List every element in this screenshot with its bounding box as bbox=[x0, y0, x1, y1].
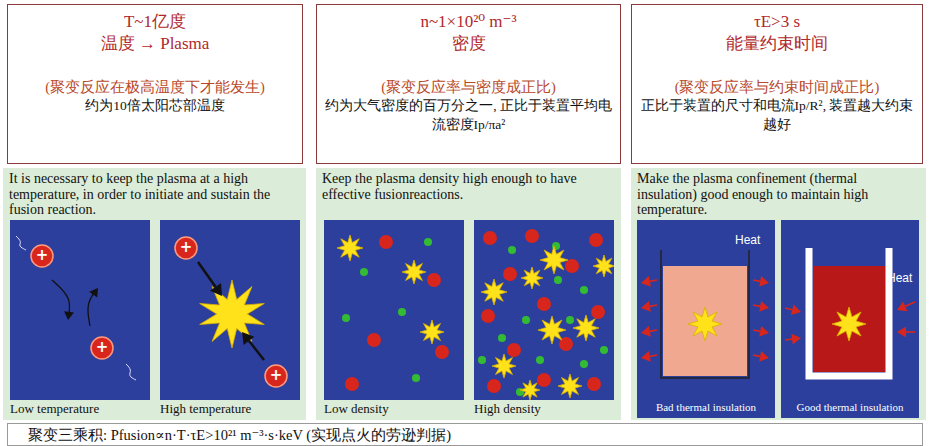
body-text: (聚变反应在极高温度下才能发生) bbox=[16, 77, 294, 97]
explain-panel: Make the plasma confinement (thermal ins… bbox=[631, 168, 926, 420]
charge-sign: + bbox=[270, 368, 283, 383]
body-text: Good thermal insulation bbox=[781, 401, 919, 413]
heading-text: 密度 bbox=[325, 33, 612, 55]
illustration-box: High temperature + + bbox=[160, 220, 300, 418]
charge-sign: + bbox=[180, 240, 193, 255]
heading-text: τE>3 s bbox=[640, 11, 914, 33]
illustration-box: Bad thermal insulation Heat bbox=[637, 220, 775, 418]
body-text: Bad thermal insulation bbox=[637, 401, 775, 413]
body-text: Low density bbox=[324, 402, 464, 416]
body-text: Make the plasma confinement (thermal ins… bbox=[637, 171, 920, 218]
blue-ground bbox=[10, 220, 150, 400]
body-text: (聚变反应率与约束时间成正比) bbox=[640, 77, 914, 97]
body-text: Keep the plasma density high enough to h… bbox=[322, 171, 615, 202]
body-text: High temperature bbox=[160, 402, 300, 416]
illustration-box: Low temperature + + bbox=[10, 220, 150, 418]
property-box: τE>3 s能量约束时间 (聚变反应率与约束时间成正比)正比于装置的尺寸和电流Ip… bbox=[631, 4, 923, 164]
property-box: n~1×10²⁰ m⁻³密度 (聚变反应率与密度成正比)约为大气密度的百万分之一,… bbox=[316, 4, 621, 164]
criterion-box: 聚变三乘积: Pfusion∝n·T·τE>10²¹ m⁻³·s·keV (实现… bbox=[7, 423, 923, 446]
body-text: 正比于装置的尺寸和电流Ip/R², 装置越大约束越好 bbox=[640, 97, 914, 135]
body-text: Low temperature bbox=[10, 402, 150, 416]
heading-text: 能量约束时间 bbox=[640, 33, 914, 55]
body-text: 约为10倍太阳芯部温度 bbox=[16, 97, 294, 116]
explain-panel: Keep the plasma density high enough to h… bbox=[316, 168, 621, 420]
body-text: (聚变反应率与密度成正比) bbox=[325, 77, 612, 97]
illustration-box: High density bbox=[474, 220, 614, 418]
body-text: 约为大气密度的百万分之一, 正比于装置平均电流密度Ip/πa² bbox=[325, 97, 612, 135]
heading-text: n~1×10²⁰ m⁻³ bbox=[325, 11, 612, 33]
heat-label: Heat bbox=[887, 272, 912, 284]
heat-label: Heat bbox=[735, 234, 760, 246]
illustration bbox=[324, 220, 464, 400]
illustration-box: Good thermal insulation Heat bbox=[781, 220, 919, 418]
body-text: High density bbox=[474, 402, 614, 416]
property-box: T~1亿度温度 → Plasma (聚变反应在极高温度下才能发生)约为10倍太阳芯… bbox=[7, 4, 303, 164]
illustration bbox=[474, 220, 614, 400]
charge-sign: + bbox=[96, 340, 109, 355]
illustration-box: Low density bbox=[324, 220, 464, 418]
illustration bbox=[637, 220, 775, 400]
illustration bbox=[781, 220, 919, 400]
illustration bbox=[10, 220, 150, 400]
heading-text: T~1亿度 bbox=[16, 11, 294, 33]
charge-sign: + bbox=[36, 248, 49, 263]
heading-text: 温度 → Plasma bbox=[16, 33, 294, 55]
explain-panel: It is necessary to keep the plasma at a … bbox=[3, 168, 306, 420]
body-text: 聚变三乘积: Pfusion∝n·T·τE>10²¹ m⁻³·s·keV (实现… bbox=[28, 426, 902, 445]
body-text: It is necessary to keep the plasma at a … bbox=[9, 171, 300, 218]
